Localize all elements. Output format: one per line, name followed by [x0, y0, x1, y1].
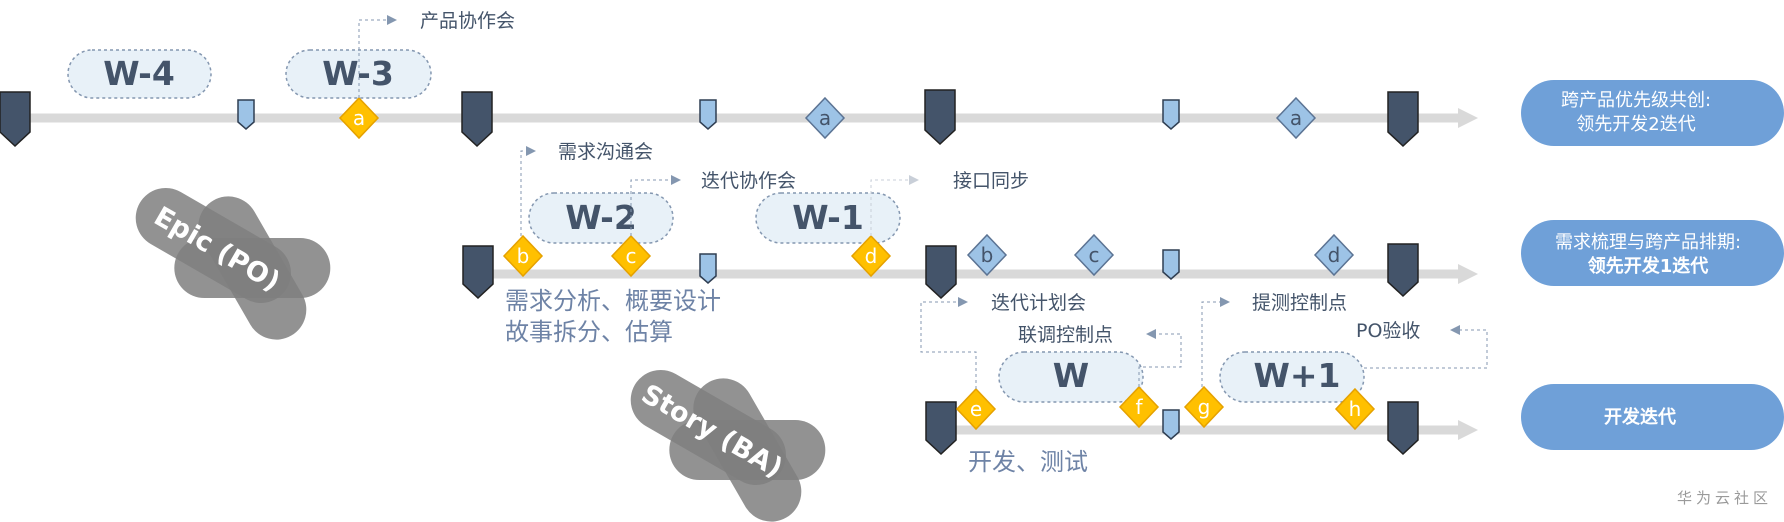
- week-pill-w1: W-1: [755, 192, 901, 244]
- row1-big-marker-3: [924, 89, 956, 146]
- svg-text:b: b: [981, 243, 994, 267]
- activity-dev-test: 开发、测试: [968, 448, 1088, 476]
- callout-iter-collab-label: 迭代协作会: [701, 170, 796, 192]
- week-pill-wplus1: W+1: [1219, 351, 1365, 403]
- svg-text:h: h: [1349, 397, 1362, 421]
- row3-big-marker-2: [1387, 401, 1419, 456]
- svg-text:g: g: [1198, 395, 1211, 419]
- svg-text:b: b: [517, 244, 530, 268]
- milestone-h-orange: h: [1334, 387, 1376, 431]
- row3-track: [940, 420, 1478, 440]
- svg-text:e: e: [970, 397, 982, 421]
- row2-small-marker-2: [1162, 249, 1180, 280]
- callout-test-control-label: 提测控制点: [1252, 292, 1347, 314]
- callout-iter-plan: 迭代计划会: [920, 292, 1086, 389]
- svg-text:需求梳理与跨产品排期:: 需求梳理与跨产品排期:: [1555, 232, 1741, 253]
- milestone-e-orange: e: [955, 387, 997, 431]
- milestone-a-orange: a: [338, 96, 380, 140]
- milestone-d-orange: d: [850, 234, 892, 278]
- milestone-b-blue: b: [966, 233, 1008, 277]
- callout-po-accept-label: PO验收: [1356, 320, 1420, 342]
- row2-track: [470, 264, 1478, 284]
- callout-po-accept: PO验收: [1356, 320, 1488, 369]
- milestone-c-orange: c: [610, 234, 652, 278]
- svg-text:c: c: [626, 244, 637, 268]
- svg-text:d: d: [865, 244, 878, 268]
- callout-joint-debug: 联调控制点: [1018, 324, 1182, 387]
- callout-interface-sync: 接口同步: [870, 170, 1029, 236]
- activity-analysis-line1: 需求分析、概要设计: [505, 287, 721, 315]
- week-label-w1: W-1: [792, 198, 864, 237]
- callout-product-collab-label: 产品协作会: [420, 10, 515, 32]
- callout-joint-debug-label: 联调控制点: [1018, 324, 1113, 346]
- week-label-wplus1: W+1: [1253, 356, 1340, 395]
- callout-req-comm: 需求沟通会: [520, 141, 653, 236]
- callout-req-comm-label: 需求沟通会: [558, 141, 653, 163]
- row1-small-marker-1: [237, 99, 255, 130]
- story-role-shape: Story (BA): [630, 370, 826, 522]
- row2-small-marker-1: [699, 253, 717, 284]
- row1-big-marker-1: [0, 91, 31, 148]
- svg-text:领先开发1迭代: 领先开发1迭代: [1588, 255, 1709, 277]
- callout-iter-plan-label: 迭代计划会: [991, 292, 1086, 314]
- week-pill-w4: W-4: [67, 49, 212, 99]
- milestone-d-blue: d: [1313, 233, 1355, 277]
- row2-big-marker-3: [1387, 243, 1419, 298]
- row1-small-marker-3: [1162, 99, 1180, 130]
- milestone-a-blue-2: a: [1275, 96, 1317, 140]
- callout-product-collab: 产品协作会: [358, 10, 515, 98]
- svg-text:c: c: [1089, 243, 1100, 267]
- svg-text:a: a: [353, 106, 365, 130]
- side-label-row2: 需求梳理与跨产品排期: 领先开发1迭代: [1521, 220, 1784, 286]
- milestone-g-orange: g: [1183, 385, 1225, 429]
- callout-interface-sync-label: 接口同步: [953, 170, 1029, 192]
- callout-test-control: 提测控制点: [1201, 292, 1347, 387]
- svg-text:跨产品优先级共创:: 跨产品优先级共创:: [1561, 90, 1711, 111]
- epic-role-shape: Epic (PO): [135, 188, 331, 340]
- milestone-b-orange: b: [502, 234, 544, 278]
- side-label-row1: 跨产品优先级共创: 领先开发2迭代: [1521, 80, 1784, 146]
- week-pill-w: W: [998, 351, 1144, 403]
- row1-small-marker-2: [699, 99, 717, 130]
- activity-analysis-line2: 故事拆分、估算: [505, 318, 673, 346]
- row2-big-marker-2: [925, 245, 957, 300]
- week-label-w4: W-4: [103, 54, 175, 93]
- row1-track: [20, 108, 1478, 128]
- row3-big-marker-1: [925, 401, 957, 456]
- week-label-w3: W-3: [322, 54, 394, 93]
- svg-text:a: a: [1290, 106, 1302, 130]
- week-pill-w2: W-2: [528, 192, 674, 244]
- svg-text:a: a: [819, 106, 831, 130]
- side-label-row3: 开发迭代: [1521, 384, 1784, 450]
- week-label-w2: W-2: [565, 198, 637, 237]
- svg-text:开发迭代: 开发迭代: [1604, 406, 1676, 428]
- week-label-w: W: [1053, 356, 1089, 395]
- svg-text:领先开发2迭代: 领先开发2迭代: [1576, 114, 1695, 135]
- callout-iter-collab: 迭代协作会: [630, 170, 796, 236]
- row2-big-marker-1: [462, 245, 494, 300]
- milestone-c-blue: c: [1073, 233, 1115, 277]
- milestone-a-blue-1: a: [804, 96, 846, 140]
- watermark-text: 华为云社区: [1677, 489, 1772, 507]
- row3-small-marker-1: [1162, 409, 1180, 440]
- milestone-f-orange: f: [1118, 385, 1160, 429]
- svg-text:f: f: [1135, 395, 1143, 419]
- svg-text:d: d: [1328, 243, 1341, 267]
- row1-big-marker-4: [1387, 91, 1419, 148]
- row1-big-marker-2: [461, 91, 493, 148]
